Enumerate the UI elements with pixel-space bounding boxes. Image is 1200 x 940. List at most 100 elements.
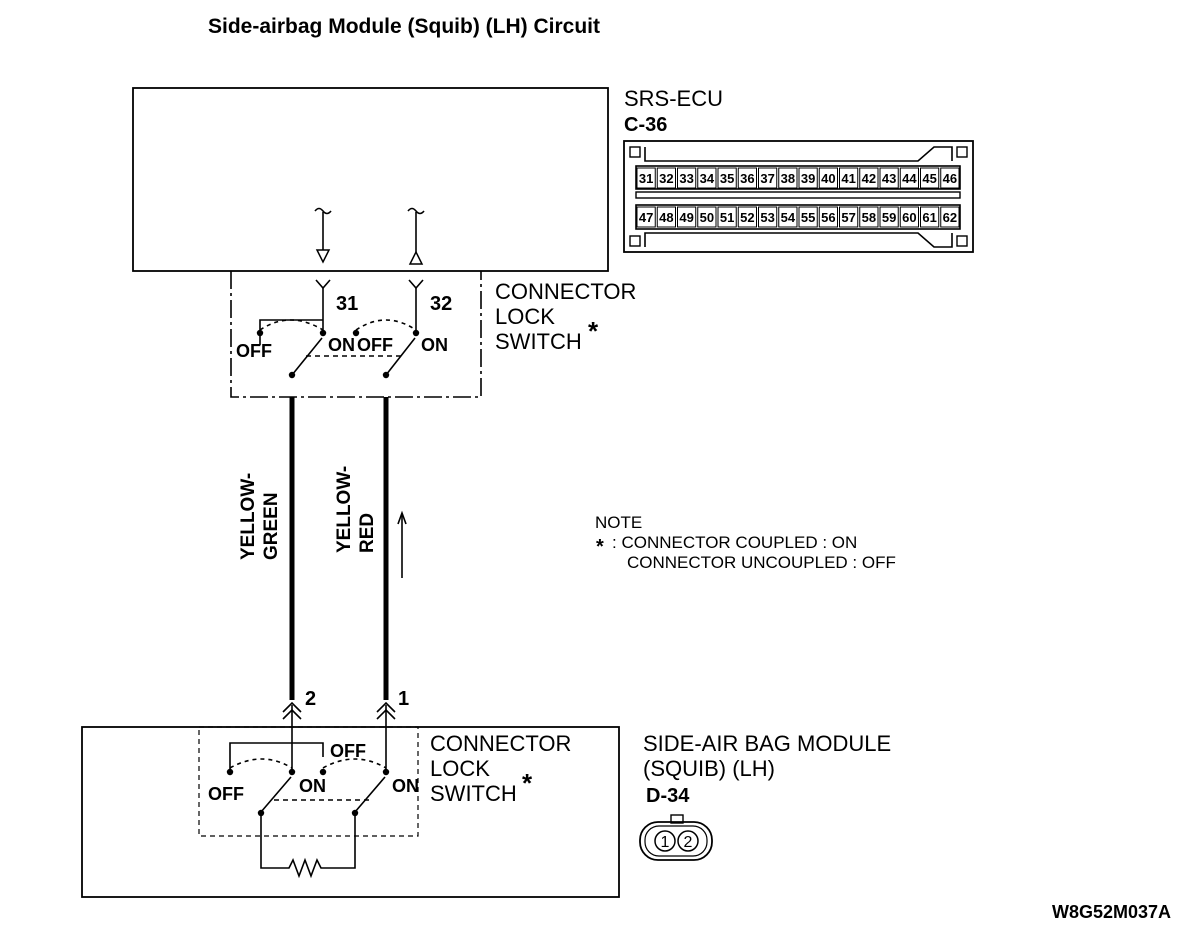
ecu-pin-cell bbox=[778, 206, 798, 228]
ecu-pin-number: 62 bbox=[943, 210, 957, 225]
ecu-connector-id: C-36 bbox=[624, 114, 667, 136]
ecu-pin-number: 55 bbox=[801, 210, 815, 225]
ecu-pin-cell bbox=[920, 206, 940, 228]
ecu-pin-cell bbox=[798, 167, 818, 189]
ecu-pin-cell bbox=[636, 206, 656, 228]
ecu-pin-cell bbox=[859, 167, 879, 189]
note-line-1: : CONNECTOR COUPLED : ON bbox=[612, 533, 857, 552]
module-terminal-1: 1 bbox=[398, 688, 409, 710]
ecu-pin-number: 54 bbox=[781, 210, 796, 225]
ecu-pin-number: 49 bbox=[679, 210, 693, 225]
module-on-left-label: ON bbox=[299, 776, 326, 796]
module-name-line1: SIDE-AIR BAG MODULE bbox=[643, 731, 891, 756]
ecu-pin-number: 50 bbox=[700, 210, 714, 225]
module-on-right-label: ON bbox=[392, 776, 419, 796]
wire-right-color-line2: RED bbox=[357, 513, 378, 553]
ecu-pin-cell bbox=[940, 206, 960, 228]
srs-ecu-label: SRS-ECU bbox=[624, 86, 723, 111]
ecu-pin-number: 34 bbox=[700, 171, 715, 186]
ecu-pin-cell bbox=[879, 206, 899, 228]
ecu-pin-number: 52 bbox=[740, 210, 754, 225]
module-connector-pin-1: 1 bbox=[661, 834, 670, 851]
ecu-pin-cell bbox=[656, 206, 676, 228]
ecu-pin-number: 39 bbox=[801, 171, 815, 186]
upper-switch-contacts bbox=[256, 279, 424, 379]
upper-on-right-label: ON bbox=[421, 335, 448, 355]
note-line-2: CONNECTOR UNCOUPLED : OFF bbox=[627, 553, 896, 572]
module-connector-terminals bbox=[282, 701, 396, 720]
ecu-pin-number: 41 bbox=[841, 171, 855, 186]
ecu-internal-terminals bbox=[314, 207, 425, 265]
ecu-pin-cell bbox=[636, 167, 656, 189]
ecu-pin-number: 47 bbox=[639, 210, 653, 225]
ecu-pin-cell bbox=[879, 167, 899, 189]
ecu-pin-number: 60 bbox=[902, 210, 916, 225]
ecu-pin-number: 51 bbox=[720, 210, 734, 225]
ecu-pin-cell bbox=[656, 167, 676, 189]
ecu-pin-number: 61 bbox=[922, 210, 936, 225]
upper-terminal-32: 32 bbox=[430, 293, 452, 315]
ecu-pin-number: 32 bbox=[659, 171, 673, 186]
ecu-pin-number: 44 bbox=[902, 171, 917, 186]
ecu-pin-cell bbox=[758, 206, 778, 228]
upper-off-right-label: OFF bbox=[357, 335, 393, 355]
ecu-pin-number: 35 bbox=[720, 171, 734, 186]
diagram-title: Side-airbag Module (Squib) (LH) Circuit bbox=[208, 15, 600, 38]
ecu-pin-cell bbox=[899, 206, 919, 228]
module-connector-face bbox=[639, 814, 713, 861]
ecu-pin-cell bbox=[778, 167, 798, 189]
wire-left-color-line1: YELLOW- bbox=[238, 473, 259, 560]
module-switch-frame bbox=[198, 726, 419, 837]
current-flow-arrow bbox=[397, 510, 407, 578]
note-heading: NOTE bbox=[595, 513, 642, 532]
ecu-pin-number: 46 bbox=[943, 171, 957, 186]
module-switch-contacts bbox=[226, 705, 390, 879]
ecu-pin-cell bbox=[839, 167, 859, 189]
figure-code: W8G52M037A bbox=[1052, 902, 1171, 922]
ecu-pin-number: 43 bbox=[882, 171, 896, 186]
module-off-left-label: OFF bbox=[208, 784, 244, 804]
module-terminal-2: 2 bbox=[305, 688, 316, 710]
ecu-pin-cell bbox=[920, 167, 940, 189]
upper-switch-label-line2: LOCK bbox=[495, 304, 555, 329]
module-off-top-label: OFF bbox=[330, 741, 366, 761]
ecu-pin-number: 31 bbox=[639, 171, 653, 186]
note-asterisk: * bbox=[596, 536, 604, 558]
ecu-pin-number: 56 bbox=[821, 210, 835, 225]
ecu-pin-cell bbox=[677, 167, 697, 189]
module-connector-pin-2: 2 bbox=[684, 834, 693, 851]
ecu-pin-number: 58 bbox=[862, 210, 876, 225]
ecu-pin-number: 59 bbox=[882, 210, 896, 225]
ecu-pin-cell bbox=[899, 167, 919, 189]
srs-ecu-box bbox=[132, 87, 609, 272]
ecu-pin-cell bbox=[677, 206, 697, 228]
ecu-pin-cell bbox=[839, 206, 859, 228]
upper-switch-label-line1: CONNECTOR bbox=[495, 279, 636, 304]
wire-left-color-line2: GREEN bbox=[261, 492, 282, 560]
upper-switch-asterisk: * bbox=[588, 316, 599, 346]
module-name-line2: (SQUIB) (LH) bbox=[643, 756, 775, 781]
ecu-pin-cell bbox=[818, 167, 838, 189]
module-switch-label-line2: LOCK bbox=[430, 756, 490, 781]
upper-on-left-label: ON bbox=[328, 335, 355, 355]
ecu-pin-number: 53 bbox=[760, 210, 774, 225]
ecu-pin-cell bbox=[717, 206, 737, 228]
ecu-pin-cell bbox=[940, 167, 960, 189]
ecu-pin-cell bbox=[717, 167, 737, 189]
module-switch-asterisk: * bbox=[522, 768, 533, 798]
ecu-pin-number: 57 bbox=[841, 210, 855, 225]
ecu-pin-number: 36 bbox=[740, 171, 754, 186]
ecu-pin-number: 42 bbox=[862, 171, 876, 186]
ecu-pin-cell bbox=[737, 206, 757, 228]
ecu-pin-cell bbox=[798, 206, 818, 228]
module-switch-label-line1: CONNECTOR bbox=[430, 731, 571, 756]
ecu-pin-cell bbox=[737, 167, 757, 189]
upper-terminal-31: 31 bbox=[336, 293, 358, 315]
ecu-pin-number: 37 bbox=[760, 171, 774, 186]
ecu-pin-number: 38 bbox=[781, 171, 795, 186]
upper-off-left-label: OFF bbox=[236, 341, 272, 361]
